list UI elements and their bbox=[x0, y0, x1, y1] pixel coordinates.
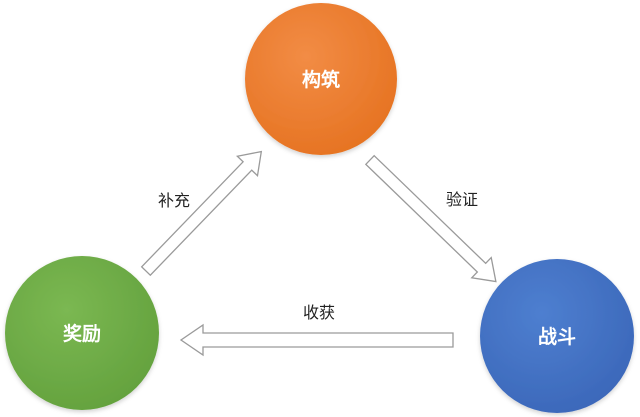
node-battle: 战斗 bbox=[480, 259, 634, 413]
node-battle-circle bbox=[480, 259, 634, 413]
arrow-reward-to-build bbox=[140, 150, 263, 277]
node-battle-label: 战斗 bbox=[538, 326, 576, 348]
node-reward: 奖励 bbox=[5, 256, 159, 410]
node-build: 构筑 bbox=[245, 3, 397, 155]
node-reward-label: 奖励 bbox=[63, 322, 101, 345]
node-reward-circle bbox=[5, 256, 159, 410]
edge-label-build-to-battle: 验证 bbox=[446, 190, 478, 209]
node-build-label: 构筑 bbox=[302, 68, 340, 91]
arrow-battle-to-reward bbox=[179, 323, 454, 357]
edge-label-reward-to-build: 补充 bbox=[158, 191, 190, 210]
node-build-circle bbox=[245, 3, 397, 155]
edge-label-battle-to-reward: 收获 bbox=[303, 303, 335, 322]
arrow-build-to-battle bbox=[364, 154, 497, 283]
